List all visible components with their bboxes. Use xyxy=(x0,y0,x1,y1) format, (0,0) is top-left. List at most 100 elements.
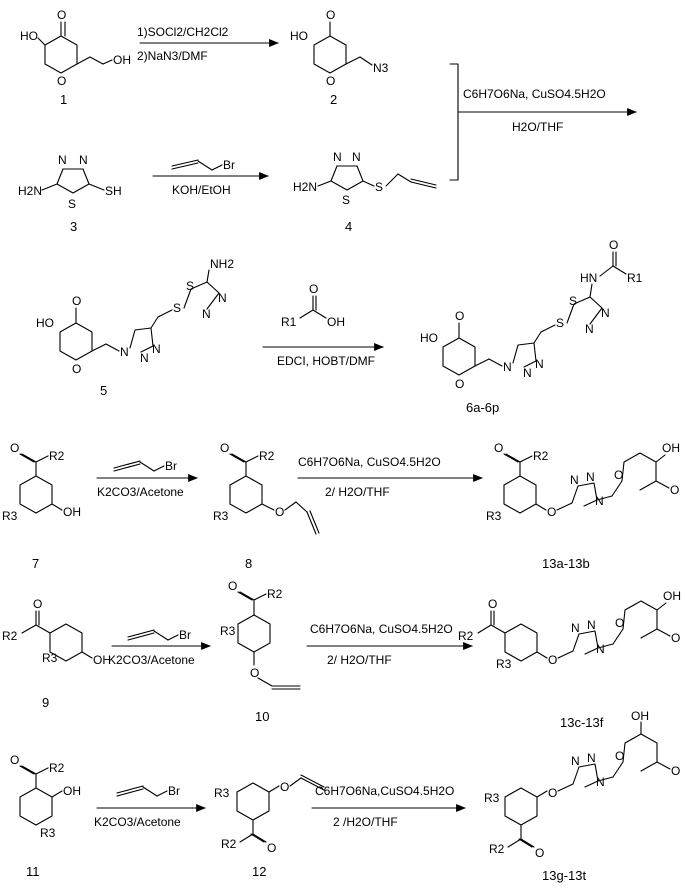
reagent-label: H2O/THF xyxy=(512,120,563,134)
propargyl-bromide-reagent: Br xyxy=(113,459,177,473)
atom-label: N xyxy=(587,751,596,765)
atom-label: R2 xyxy=(489,842,505,856)
atom-label: HO xyxy=(20,29,38,43)
compound-label-12: 12 xyxy=(252,864,266,879)
atom-label: N xyxy=(140,351,149,365)
atom-label: Br xyxy=(179,628,191,642)
atom-label: OH xyxy=(662,441,680,455)
atom-label: O xyxy=(455,309,464,323)
atom-label: R3 xyxy=(2,509,18,523)
atom-label: N xyxy=(601,306,610,320)
atom-label: O xyxy=(220,441,229,455)
atom-label: R1 xyxy=(281,315,297,329)
atom-label: R2 xyxy=(259,449,275,463)
reagent-label: K2CO3/Acetone xyxy=(94,815,181,829)
atom-label: OH xyxy=(63,784,81,798)
compound-1-structure: O HO O OH xyxy=(20,8,131,88)
atom-label: O xyxy=(72,294,81,308)
atom-label: OH xyxy=(93,653,111,667)
atom-label: R3 xyxy=(40,826,56,840)
atom-label: R3 xyxy=(486,509,502,523)
atom-label: S xyxy=(342,193,350,207)
atom-label: OH xyxy=(113,53,131,67)
compound-label-13cf: 13c-13f xyxy=(560,715,604,730)
atom-label: N xyxy=(79,153,88,167)
atom-label: O xyxy=(548,653,557,667)
atom-label: N xyxy=(586,470,595,484)
atom-label: O xyxy=(57,74,66,88)
atom-label: R2 xyxy=(533,449,549,463)
compound-label-8: 8 xyxy=(245,556,252,571)
atom-label: O xyxy=(614,468,623,482)
atom-label: R3 xyxy=(42,651,58,665)
propargyl-bromide-reagent: Br xyxy=(116,784,180,798)
atom-label: R3 xyxy=(214,786,230,800)
atom-label: OH xyxy=(631,709,649,723)
atom-label: O xyxy=(275,505,284,519)
atom-label: O xyxy=(267,841,276,855)
atom-label: O xyxy=(280,780,289,794)
atom-label: R2 xyxy=(458,629,474,643)
compound-label-4: 4 xyxy=(345,219,352,234)
atom-label: R2 xyxy=(221,837,237,851)
atom-label: R2 xyxy=(49,449,65,463)
atom-label: R2 xyxy=(267,587,283,601)
propargyl-bromide-reagent: Br xyxy=(171,158,235,172)
atom-label: OH xyxy=(63,505,81,519)
atom-label: O xyxy=(10,753,19,767)
compound-13gt-structure: R3 O N N N O OH O R2 O xyxy=(484,709,680,860)
compound-label-5: 5 xyxy=(100,383,107,398)
reagent-label: C6H7O6Na, CuSO4.5H2O xyxy=(310,622,453,636)
atom-label: N xyxy=(120,345,129,359)
reagent-label: EDCI, HOBT/DMF xyxy=(277,354,375,368)
compound-13cf-structure: O R2 O R3 N N N O OH O xyxy=(458,589,681,671)
atom-label: HN xyxy=(580,271,597,285)
atom-label: O xyxy=(228,579,237,593)
reagent-label: C6H7O6Na,CuSO4.5H2O xyxy=(315,784,454,798)
reagent-label: KOH/EtOH xyxy=(172,183,231,197)
reagent-label: 2/ H2O/THF xyxy=(325,485,390,499)
atom-label: R2 xyxy=(2,629,18,643)
compound-13ab-structure: O R2 O R3 N N N O OH O xyxy=(486,441,680,523)
atom-label: O xyxy=(309,282,318,296)
atom-label: S xyxy=(569,294,577,308)
carboxylic-acid-reagent: R1 O OH xyxy=(281,282,345,329)
atom-label: HO xyxy=(420,331,438,345)
atom-label: N xyxy=(523,366,532,380)
compound-8-structure: O R2 O R3 xyxy=(213,441,320,535)
compound-label-7: 7 xyxy=(32,556,39,571)
atom-label: N xyxy=(352,150,361,164)
atom-label: N3 xyxy=(373,61,389,75)
reagent-label: K2CO3/Acetone xyxy=(97,485,184,499)
atom-label: O xyxy=(10,441,19,455)
atom-label: S xyxy=(375,180,383,194)
atom-label: N xyxy=(333,150,342,164)
atom-label: O xyxy=(250,666,259,680)
atom-label: HO xyxy=(36,316,54,330)
reagent-label: 1)SOCl2/CH2Cl2 xyxy=(137,25,229,39)
atom-label: S xyxy=(68,197,76,211)
atom-label: O xyxy=(33,597,42,611)
atom-label: O xyxy=(671,764,680,778)
atom-label: N xyxy=(503,360,512,374)
atom-label: O xyxy=(671,631,680,645)
atom-label: N xyxy=(585,322,594,336)
atom-label: R2 xyxy=(49,761,65,775)
atom-label: O xyxy=(326,8,335,22)
atom-label: OH xyxy=(663,589,681,603)
atom-label: N xyxy=(587,618,596,632)
atom-label: O xyxy=(535,846,544,860)
atom-label: O xyxy=(547,505,556,519)
atom-label: N xyxy=(570,473,579,487)
atom-label: O xyxy=(326,74,335,88)
atom-label: NH2 xyxy=(210,257,234,271)
compound-3-structure: N N S H2N SH xyxy=(18,153,122,211)
atom-label: N xyxy=(571,621,580,635)
atom-label: SH xyxy=(105,184,122,198)
compound-2-structure: O HO O N3 xyxy=(290,8,389,88)
atom-label: OH xyxy=(327,315,345,329)
atom-label: O xyxy=(455,377,464,391)
atom-label: O xyxy=(488,597,497,611)
compound-label-13gt: 13g-13t xyxy=(542,868,586,883)
atom-label: O xyxy=(72,362,81,376)
